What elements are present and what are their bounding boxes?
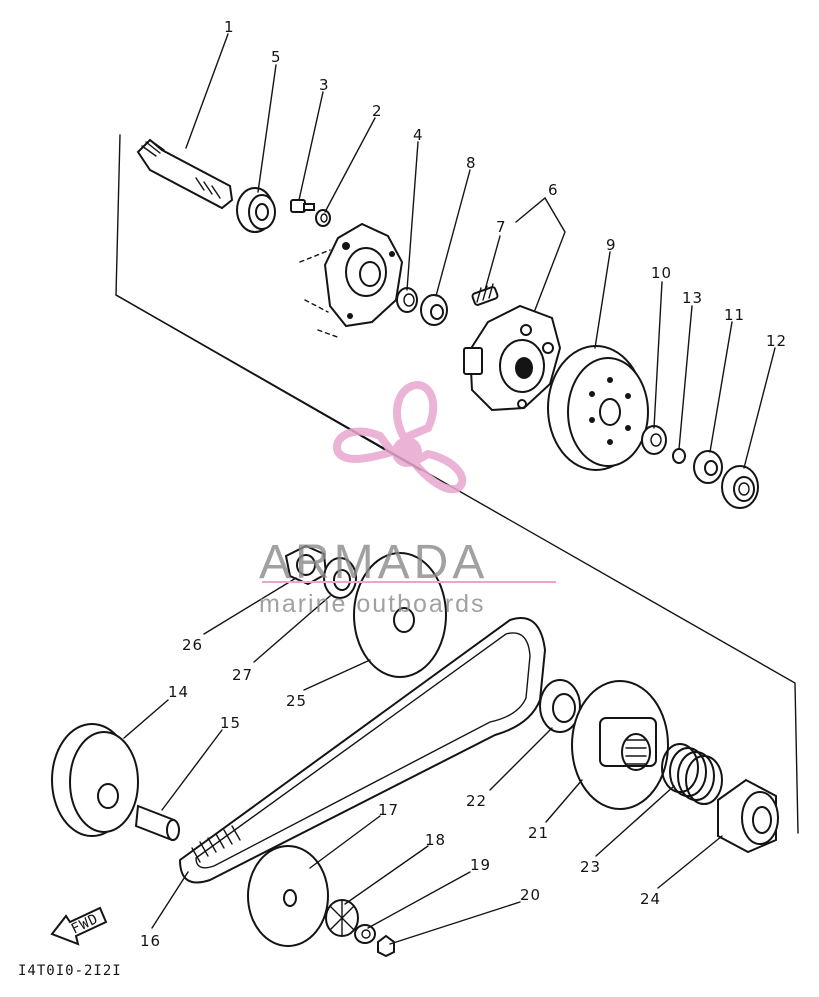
- part-washer-19: [354, 924, 376, 944]
- callout-22: 22: [466, 792, 487, 810]
- callout-26: 26: [182, 636, 203, 654]
- callout-9: 9: [606, 236, 617, 254]
- callout-3: 3: [319, 76, 330, 94]
- part-secondary-sheave-21: [571, 680, 669, 810]
- part-washer-8: [420, 294, 448, 326]
- callout-12: 12: [766, 332, 787, 350]
- part-bolt-3: [290, 199, 315, 213]
- callout-17: 17: [378, 801, 399, 819]
- callout-7: 7: [496, 218, 507, 236]
- watermark: ARMADA marine outboards: [259, 381, 556, 618]
- part-nut-20: [377, 934, 395, 958]
- part-washer-27: [323, 557, 357, 599]
- callout-4: 4: [413, 126, 424, 144]
- part-compression-spring-23: [661, 743, 723, 805]
- callout-15: 15: [220, 714, 241, 732]
- callout-13: 13: [682, 289, 703, 307]
- part-fan-gear-18: [325, 899, 359, 937]
- callout-5: 5: [271, 48, 282, 66]
- part-clutch-carrier-6: [463, 304, 562, 412]
- callout-10: 10: [651, 264, 672, 282]
- part-fixed-sheave-25: [353, 552, 447, 678]
- callout-18: 18: [425, 831, 446, 849]
- part-spring-7: [471, 283, 499, 306]
- callout-6: 6: [548, 181, 559, 199]
- part-washer-2: [315, 209, 331, 227]
- part-bearing-11: [693, 450, 723, 484]
- callout-27: 27: [232, 666, 253, 684]
- callout-23: 23: [580, 858, 601, 876]
- callout-25: 25: [286, 692, 307, 710]
- part-primary-fixed-sheave-17: [247, 845, 329, 947]
- callout-11: 11: [724, 306, 745, 324]
- forward-arrow: FWD: [50, 906, 108, 946]
- part-callouts: 1 2 3 4 5 6 7 8 9 10 11 12 13 14 15 16 1…: [140, 18, 787, 950]
- part-crankcase-cover: [299, 222, 404, 339]
- callout-19: 19: [470, 856, 491, 874]
- part-clutch-housing-9: [547, 345, 649, 471]
- part-circlip-13: [672, 448, 686, 464]
- part-bearing-5: [236, 187, 276, 233]
- propeller-logo: [332, 381, 467, 494]
- callout-24: 24: [640, 890, 661, 908]
- part-oil-seal-22: [539, 679, 581, 733]
- part-collar-15: [134, 804, 180, 842]
- part-nut-4: [396, 287, 418, 313]
- part-nut-10: [641, 425, 667, 455]
- callout-1: 1: [224, 18, 235, 36]
- callout-20: 20: [520, 886, 541, 904]
- part-belt-16: [179, 617, 546, 884]
- part-oil-seal-12: [721, 465, 759, 509]
- drawing-code: I4T0I0-2I2I: [18, 963, 122, 979]
- callout-14: 14: [168, 683, 189, 701]
- callout-2: 2: [372, 102, 383, 120]
- callout-16: 16: [140, 932, 161, 950]
- part-primary-shaft: [136, 138, 234, 210]
- part-clutch-cup-24: [717, 778, 779, 854]
- watermark-brand: ARMADA: [259, 536, 488, 589]
- leader-lines: [123, 33, 776, 945]
- watermark-tagline: marine outboards: [259, 590, 486, 618]
- part-moveable-sheave-14: [51, 723, 139, 837]
- callout-8: 8: [466, 154, 477, 172]
- callout-21: 21: [528, 824, 549, 842]
- propeller-hub: [392, 437, 422, 467]
